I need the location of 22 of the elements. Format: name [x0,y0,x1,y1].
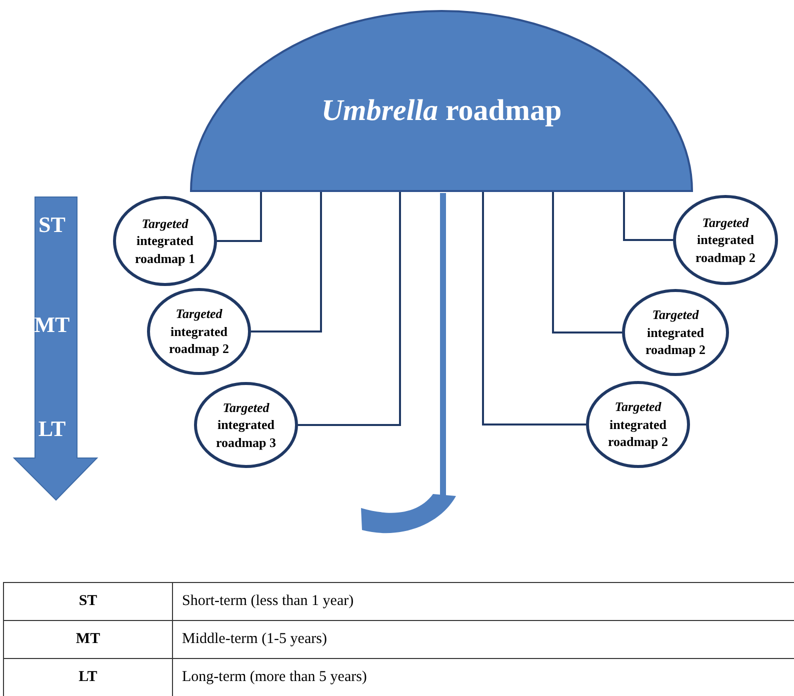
term-definition-cell: Long-term (more than 5 years) [173,659,794,696]
connector-line [623,192,673,241]
canopy-title: Umbrella roadmap [321,94,562,128]
connector-line [251,192,322,332]
roadmap-label: Targeted integrated roadmap 2 [644,306,707,359]
term-label: LT [38,416,66,442]
connector-line [552,192,622,334]
roadmap-label: Targeted integrated roadmap 1 [134,214,196,268]
term-code-cell: ST [4,583,173,621]
term-code-cell: LT [4,659,173,696]
term-definition-cell: Short-term (less than 1 year) [173,583,794,621]
roadmap-label: Targeted integrated roadmap 2 [606,398,670,451]
term-label: ST [38,212,66,238]
connector-line [482,192,586,426]
roadmap-label: Targeted integrated roadmap 2 [168,305,230,358]
connector-line [217,192,262,242]
connector-line [298,192,401,426]
term-definition-cell: Middle-term (1-5 years) [173,621,794,659]
term-label: MT [34,312,70,338]
roadmap-label: Targeted integrated roadmap 2 [694,214,757,266]
term-code-cell: MT [4,621,173,659]
roadmap-label: Targeted integrated roadmap 3 [214,398,278,452]
